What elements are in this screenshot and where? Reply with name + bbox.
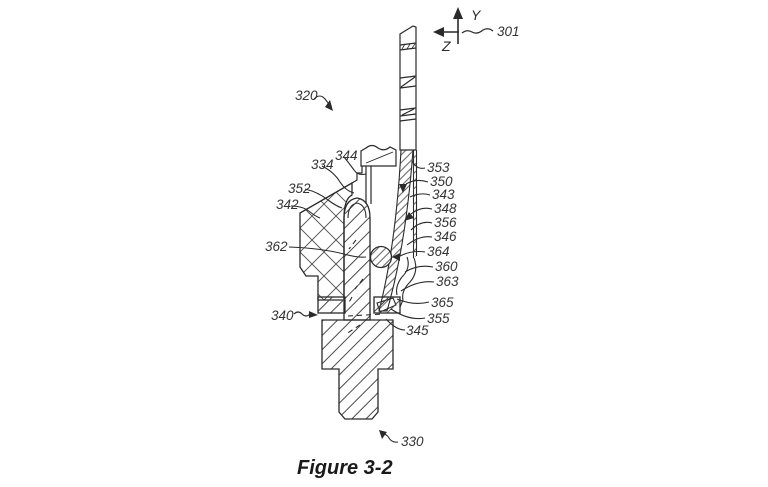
label-y-axis: Y	[471, 7, 482, 23]
leader-356	[410, 221, 433, 231]
leader-345	[385, 318, 406, 331]
leader-352	[304, 188, 343, 209]
leader-334	[321, 165, 355, 194]
leader-arrowheads	[309, 100, 414, 439]
spring-finger-outer	[399, 257, 417, 308]
inner-contact-cap	[360, 144, 397, 204]
label-364: 364	[427, 244, 450, 259]
leader-343	[409, 193, 431, 198]
label-353: 353	[427, 160, 450, 175]
ball-contact	[369, 245, 393, 269]
leader-360	[404, 265, 434, 273]
label-340: 340	[271, 308, 294, 323]
leader-363	[400, 281, 435, 292]
z-axis-arrow-icon	[433, 27, 444, 37]
label-345: 345	[406, 323, 429, 338]
leader-355	[390, 308, 426, 320]
hidden-lines	[345, 239, 385, 335]
label-334: 334	[311, 157, 334, 172]
label-346: 346	[434, 229, 457, 244]
arrow-364-icon	[392, 253, 400, 261]
bottom-shaft	[317, 296, 401, 420]
arrow-330-icon	[379, 430, 387, 439]
coordinate-axes	[433, 7, 463, 44]
leader-330	[382, 433, 399, 443]
leader-342	[290, 205, 321, 219]
right-flange	[373, 296, 401, 314]
center-column	[343, 197, 371, 321]
label-330: 330	[401, 434, 424, 449]
reference-labels: Y Z 301 320 344 334 352 342 362 340 353 …	[265, 7, 520, 449]
leader-346	[406, 236, 433, 246]
label-z-axis: Z	[441, 38, 451, 54]
right-wall	[396, 150, 418, 308]
y-axis-arrow-icon	[453, 7, 463, 19]
arrow-320-icon	[325, 100, 333, 111]
leader-364	[399, 250, 426, 257]
leader-301	[461, 28, 494, 34]
shaft-body	[321, 319, 394, 420]
label-301: 301	[497, 24, 520, 39]
left-flange	[317, 296, 346, 314]
label-350: 350	[430, 174, 453, 189]
label-360: 360	[435, 259, 458, 274]
leader-348	[410, 207, 433, 215]
label-344: 344	[335, 148, 358, 163]
label-362: 362	[265, 239, 288, 254]
leader-344	[343, 156, 367, 176]
label-365: 365	[431, 295, 454, 310]
label-342: 342	[276, 197, 299, 212]
arrow-350-icon	[399, 184, 407, 193]
figure-caption: Figure 3-2	[297, 457, 393, 479]
spring-finger-inner	[396, 256, 409, 296]
leader-365	[396, 298, 430, 305]
arrow-348-icon	[404, 212, 414, 221]
label-352: 352	[288, 181, 311, 196]
dome-inner-arc	[347, 202, 367, 219]
arrow-340-icon	[309, 311, 318, 318]
leader-lines	[288, 95, 435, 443]
leader-350	[405, 179, 429, 185]
label-355: 355	[427, 311, 450, 326]
leader-353	[411, 160, 426, 169]
label-363: 363	[436, 274, 459, 289]
label-348: 348	[434, 201, 457, 216]
label-356: 356	[434, 215, 457, 230]
blade-upper	[399, 25, 417, 151]
label-343: 343	[432, 187, 455, 202]
leader-340	[293, 311, 311, 317]
inner-contact-strip	[365, 166, 372, 204]
leader-362	[288, 246, 367, 258]
label-320: 320	[295, 88, 318, 103]
